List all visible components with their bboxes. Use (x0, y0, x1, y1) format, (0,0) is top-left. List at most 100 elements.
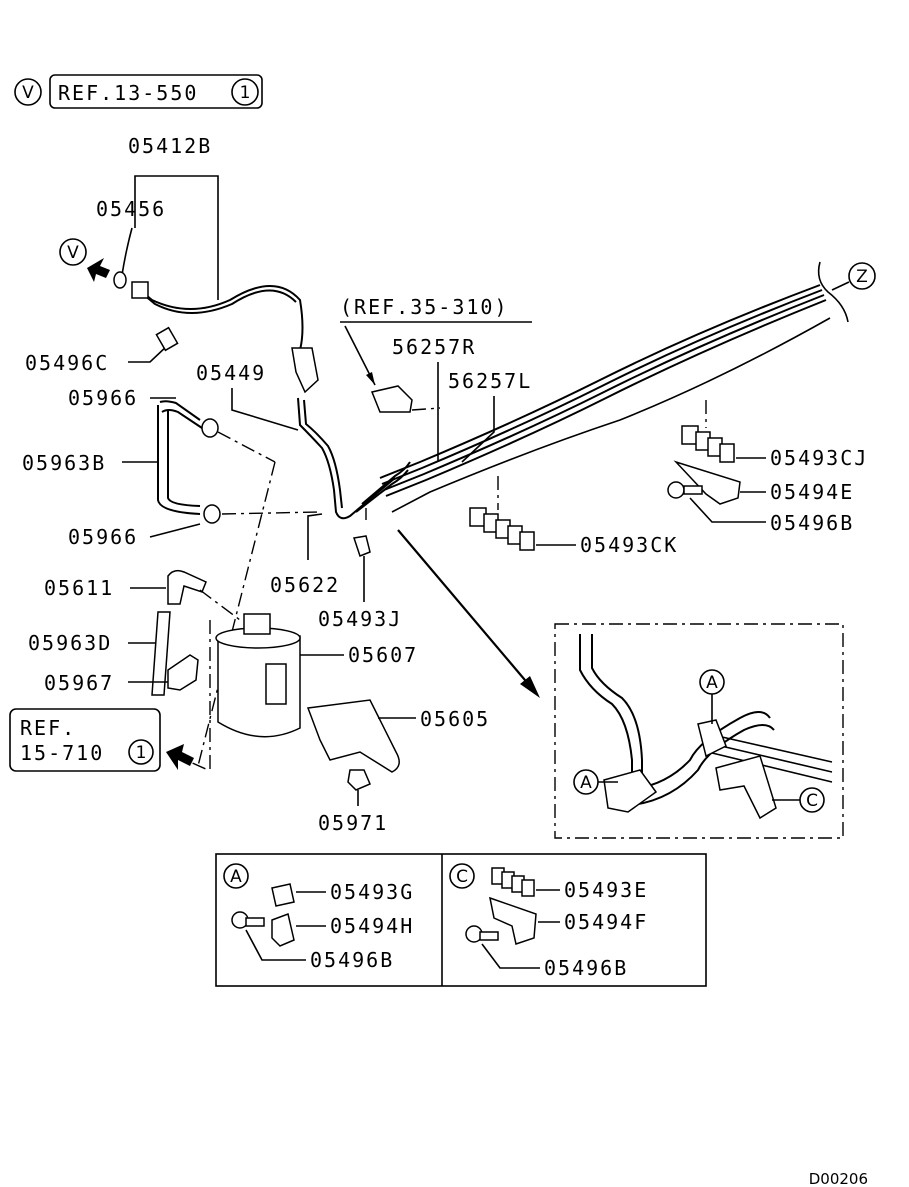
detail-c-marker-label: C (456, 867, 468, 887)
ref-box (49, 74, 263, 109)
footer-code: D00206 (809, 1170, 868, 1187)
o-ring-05456 (113, 271, 127, 289)
marker-v-label: V (67, 243, 79, 263)
header-reference: V REF.13-550 1 (14, 74, 263, 109)
label-05493CK: 05493CK (580, 533, 678, 557)
marker-z-circle (848, 262, 876, 290)
bracket-05494H (271, 912, 295, 947)
center-line-lower (221, 511, 321, 515)
label-05622: 05622 (270, 573, 340, 597)
bracket-05494E (673, 460, 741, 505)
label-05496B: 05496B (770, 511, 854, 535)
leader-05449 (231, 388, 299, 431)
label-05967: 05967 (44, 671, 114, 695)
clamp-05966-lower (203, 504, 221, 524)
label-05966-lower: 05966 (68, 525, 138, 549)
bolt-05496C (155, 326, 179, 352)
clip-05493E (491, 867, 535, 897)
ref-15-line1: REF. (20, 716, 76, 740)
leader-05966-lower (149, 523, 201, 538)
ref-15-line2: 15-710 (20, 741, 104, 765)
label-05963B: 05963B (22, 451, 106, 475)
ref-circle (231, 78, 259, 106)
bracket-05967 (167, 654, 199, 691)
clip-05493CJ (681, 425, 735, 463)
detail-inset-frame (554, 623, 844, 839)
leader-05456 (121, 227, 133, 276)
label-05493CJ: 05493CJ (770, 446, 868, 470)
pipe-05449 (297, 397, 396, 520)
vapor-hose-group: 05412B 05456 V 05496C (25, 134, 319, 394)
detail-c-marker-circle (449, 863, 475, 889)
hose-upper-bend (159, 400, 203, 429)
canister-body-05607 (217, 635, 301, 738)
vapor-pipe-05412B (139, 285, 304, 351)
hose-end-clamp (291, 347, 319, 394)
ref-15-box (9, 708, 161, 772)
fuel-line-3 (383, 294, 825, 491)
ref-35-group: (REF.35-310) 56257R 56257L (340, 295, 532, 463)
label-05449: 05449 (196, 361, 266, 385)
fuel-line-1 (379, 284, 821, 479)
label-05493E: 05493E (564, 878, 648, 902)
center-line-vertical (197, 461, 276, 767)
label-05605: 05605 (420, 707, 490, 731)
label-05456: 05456 (96, 197, 166, 221)
label-05966-upper: 05966 (68, 386, 138, 410)
view-marker-circle (14, 78, 42, 106)
hose-05963D (151, 611, 171, 696)
marker-v-circle (59, 238, 87, 266)
label-05494H: 05494H (330, 914, 414, 938)
canister-bracket (265, 663, 287, 705)
label-05496B-a: 05496B (310, 948, 394, 972)
ref-15-group: REF. 15-710 1 (9, 708, 194, 772)
pipe-05449-group: 05449 (196, 361, 396, 520)
ref-35-text: (REF.35-310) (340, 295, 509, 319)
label-05494F: 05494F (564, 910, 648, 934)
right-clips: 05493CJ 05494E 05496B 05493CK (469, 400, 868, 557)
fuel-line-4 (385, 299, 827, 497)
fuel-line-bundle: Z (355, 261, 876, 513)
leader-bolt-c (481, 943, 540, 969)
clip-05493G (271, 883, 295, 907)
bolt-05496B-shank (683, 485, 703, 495)
detail-arrow-line (397, 529, 531, 687)
label-05971: 05971 (318, 811, 388, 835)
label-05496B-c: 05496B (544, 956, 628, 980)
ref-text: REF.13-550 (58, 81, 198, 105)
inset-clip-c (715, 755, 777, 820)
fuel-line-outer (391, 317, 831, 513)
connector-center-line (411, 407, 441, 411)
center-line-upper (217, 431, 276, 463)
label-05496C: 05496C (25, 351, 109, 375)
leader-05496C (128, 344, 169, 363)
label-56257L: 56257L (448, 369, 532, 393)
detail-a-marker-circle (223, 863, 249, 889)
ref-circle-label: 1 (240, 83, 251, 103)
ref-35-arrowhead (366, 372, 375, 385)
center-parts: 05622 05493J (270, 508, 402, 631)
detail-table: A 05493G 05494H 05496B C 05493E 05494F 0… (215, 853, 707, 987)
bracket-05494F (489, 896, 537, 945)
inset-marker-c-label: C (806, 791, 818, 811)
detail-arrowhead (520, 676, 540, 698)
inset-marker-a-upper-label: A (706, 673, 718, 693)
inset-pipe-b (591, 634, 643, 796)
clip-05493CK (469, 507, 535, 551)
inset-marker-a-lower-label: A (580, 773, 592, 793)
pipe-fitting (131, 281, 149, 299)
ref-15-circle-label: 1 (136, 743, 147, 763)
clip-05493J (353, 535, 371, 557)
leader-05496B (689, 497, 766, 523)
inset-pipe-a (579, 634, 633, 796)
clamp-05966-upper (201, 418, 219, 438)
bracket-05605 (306, 699, 400, 773)
fuel-line-2 (381, 289, 823, 485)
fuel-line-bend (355, 461, 411, 513)
marker-z-label: Z (856, 267, 868, 287)
ref-15-circle (128, 739, 154, 765)
label-05493J: 05493J (318, 607, 402, 631)
bolt-a-shank (245, 917, 265, 927)
pipe-05449-inner (303, 399, 343, 509)
elbow-05611 (167, 569, 207, 605)
